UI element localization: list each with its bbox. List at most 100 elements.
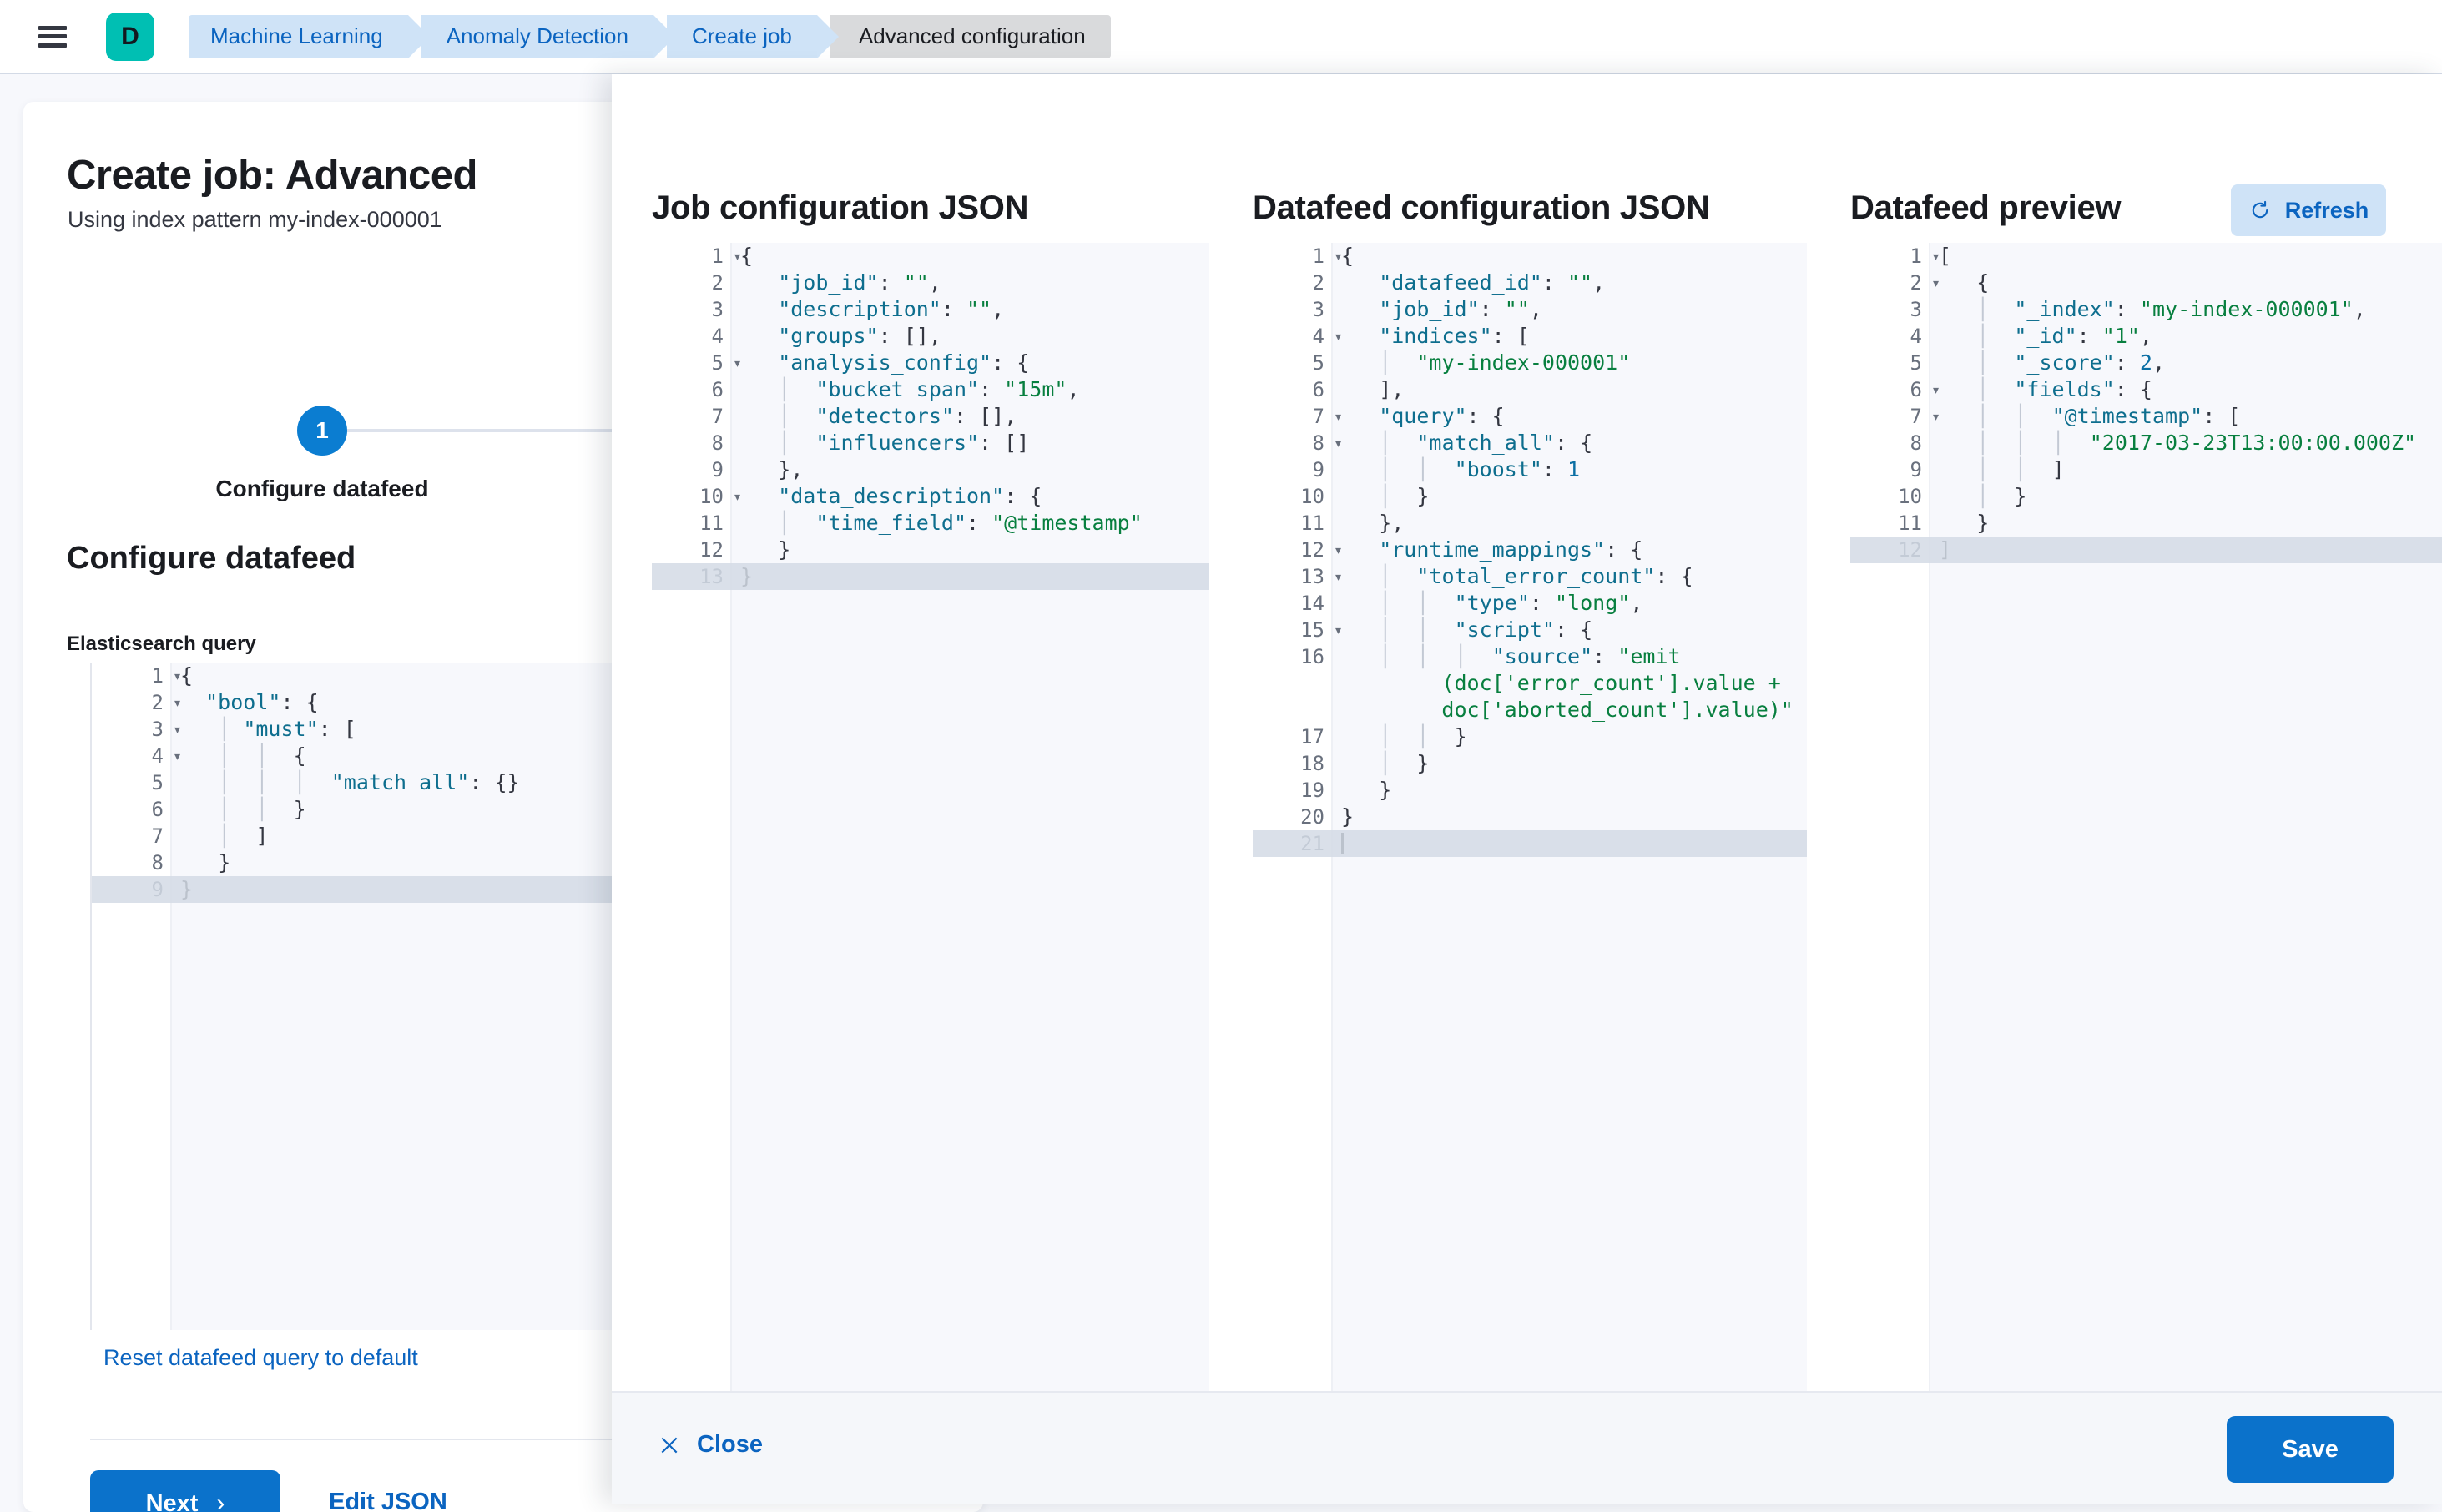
code-line[interactable]: │ "time_field": "@timestamp" xyxy=(732,510,1209,537)
code-line[interactable]: │ "influencers": [] xyxy=(732,430,1209,456)
code-line[interactable]: │ "total_error_count": { xyxy=(1333,563,1807,590)
code-line[interactable]: │ "_score": 2, xyxy=(1930,350,2442,376)
code-line[interactable]: │ │ "boost": 1 xyxy=(1333,456,1807,483)
code-line[interactable]: "job_id": "", xyxy=(1333,296,1807,323)
code-line[interactable]: { xyxy=(1930,270,2442,296)
top-navigation-bar: D Machine Learning Anomaly Detection Cre… xyxy=(0,0,2442,74)
datafeed-configuration-json-editor[interactable]: 1▾234▾567▾8▾9101112▾13▾1415▾161718192021… xyxy=(1253,243,1807,1391)
code-line[interactable]: │ │ │ "2017-03-23T13:00:00.000Z" xyxy=(1930,430,2442,456)
line-number: 5 xyxy=(92,769,170,796)
code-line[interactable]: "data_description": { xyxy=(732,483,1209,510)
line-number: 7 xyxy=(92,823,170,849)
code-line[interactable]: [ xyxy=(1930,243,2442,270)
line-number: 6 xyxy=(1253,376,1331,403)
breadcrumb-item-advanced-configuration: Advanced configuration xyxy=(830,15,1111,58)
code-line[interactable]: │ "_index": "my-index-000001", xyxy=(1930,296,2442,323)
active-line-highlight xyxy=(1253,830,1807,857)
code-line[interactable]: "datafeed_id": "", xyxy=(1333,270,1807,296)
elasticsearch-query-label: Elasticsearch query xyxy=(67,633,256,656)
line-number: 15▾ xyxy=(1253,617,1331,643)
next-button[interactable]: Next › xyxy=(90,1470,280,1512)
line-number: 9 xyxy=(1850,456,1929,483)
next-button-label: Next xyxy=(146,1490,199,1512)
line-number: 11 xyxy=(1253,510,1331,537)
code-line[interactable]: { xyxy=(1333,243,1807,270)
code-line[interactable]: "query": { xyxy=(1333,403,1807,430)
code-line[interactable]: │ } xyxy=(1333,750,1807,777)
code-line[interactable]: │ "match_all": { xyxy=(1333,430,1807,456)
breadcrumb-item-create-job[interactable]: Create job xyxy=(667,15,817,58)
line-number: 1▾ xyxy=(1253,243,1331,270)
save-button[interactable]: Save xyxy=(2227,1416,2394,1483)
code-line[interactable]: "description": "", xyxy=(732,296,1209,323)
line-number: 6 xyxy=(652,376,730,403)
line-number: 10▾ xyxy=(652,483,730,510)
code-line[interactable]: ], xyxy=(1333,376,1807,403)
line-number: 1▾ xyxy=(1850,243,1929,270)
code-line[interactable]: } xyxy=(1930,510,2442,537)
code-line[interactable]: │ │ } xyxy=(1333,723,1807,750)
code-line[interactable]: │ │ "@timestamp": [ xyxy=(1930,403,2442,430)
space-avatar[interactable]: D xyxy=(106,13,154,61)
reset-datafeed-query-link[interactable]: Reset datafeed query to default xyxy=(103,1345,418,1371)
active-line-highlight xyxy=(652,563,1209,590)
line-number: 4 xyxy=(652,323,730,350)
code-line[interactable]: "runtime_mappings": { xyxy=(1333,537,1807,563)
code-line[interactable]: "job_id": "", xyxy=(732,270,1209,296)
line-number: 4 xyxy=(1850,323,1929,350)
line-number: 1▾ xyxy=(92,663,170,689)
code-line[interactable]: │ │ │ "source": "emit (doc['error_count'… xyxy=(1333,643,1807,723)
close-button[interactable]: Close xyxy=(658,1431,763,1459)
datafeed-configuration-json-title: Datafeed configuration JSON xyxy=(1253,189,1710,227)
hamburger-menu-icon[interactable] xyxy=(38,26,67,48)
close-x-icon xyxy=(658,1434,680,1456)
code-line[interactable]: } xyxy=(1333,804,1807,830)
line-number: 8▾ xyxy=(1253,430,1331,456)
code-line[interactable]: { xyxy=(732,243,1209,270)
line-number: 16 xyxy=(1253,643,1331,723)
step-label-configure-datafeed: Configure datafeed xyxy=(23,476,621,502)
line-number: 2▾ xyxy=(1850,270,1929,296)
line-number: 10 xyxy=(1850,483,1929,510)
line-number: 6▾ xyxy=(1850,376,1929,403)
code-line[interactable]: │ } xyxy=(1333,483,1807,510)
step-indicator-1[interactable]: 1 xyxy=(297,406,347,456)
line-number: 4▾ xyxy=(1253,323,1331,350)
code-line[interactable]: │ "bucket_span": "15m", xyxy=(732,376,1209,403)
code-line[interactable]: │ "_id": "1", xyxy=(1930,323,2442,350)
line-number: 3 xyxy=(1850,296,1929,323)
datafeed-preview-title: Datafeed preview xyxy=(1850,189,2121,227)
code-line[interactable]: │ "detectors": [], xyxy=(732,403,1209,430)
code-line[interactable]: │ "my-index-000001" xyxy=(1333,350,1807,376)
code-line[interactable]: "indices": [ xyxy=(1333,323,1807,350)
line-number: 11 xyxy=(1850,510,1929,537)
refresh-button[interactable]: Refresh xyxy=(2231,184,2386,236)
editor-gutter: 1▾2▾3▾4▾56789 xyxy=(92,663,172,1330)
edit-json-link[interactable]: Edit JSON xyxy=(329,1489,447,1512)
editor-content[interactable]: { "job_id": "", "description": "", "grou… xyxy=(732,243,1209,1391)
editor-content[interactable]: { "datafeed_id": "", "job_id": "", "indi… xyxy=(1333,243,1807,1391)
code-line[interactable]: "groups": [], xyxy=(732,323,1209,350)
breadcrumb-item-anomaly-detection[interactable]: Anomaly Detection xyxy=(421,15,653,58)
code-line[interactable]: │ │ "type": "long", xyxy=(1333,590,1807,617)
code-line[interactable]: "analysis_config": { xyxy=(732,350,1209,376)
editor-content[interactable]: [ { │ "_index": "my-index-000001", │ "_i… xyxy=(1930,243,2442,1391)
code-line[interactable]: } xyxy=(732,537,1209,563)
code-line[interactable]: │ │ ] xyxy=(1930,456,2442,483)
code-line[interactable]: }, xyxy=(732,456,1209,483)
code-line[interactable]: }, xyxy=(1333,510,1807,537)
code-line[interactable]: │ │ "script": { xyxy=(1333,617,1807,643)
code-line[interactable]: │ } xyxy=(1930,483,2442,510)
breadcrumb-item-machine-learning[interactable]: Machine Learning xyxy=(189,15,408,58)
line-number: 6 xyxy=(92,796,170,823)
section-title: Configure datafeed xyxy=(67,541,356,577)
code-line[interactable]: │ "fields": { xyxy=(1930,376,2442,403)
close-button-label: Close xyxy=(697,1431,763,1459)
code-line[interactable]: } xyxy=(1333,777,1807,804)
line-number: 19 xyxy=(1253,777,1331,804)
